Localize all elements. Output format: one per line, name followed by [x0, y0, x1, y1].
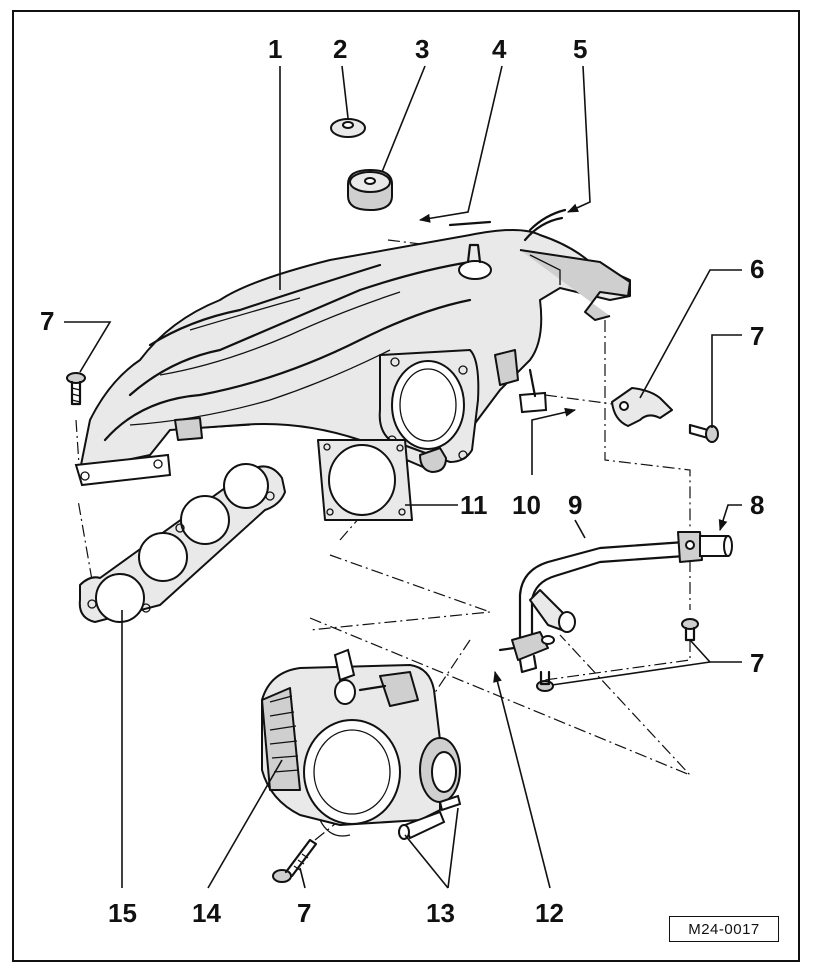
callout-5: 5 [573, 34, 587, 64]
part-2-cap [330, 118, 366, 138]
part-9-breather-hose [518, 531, 733, 642]
callout-2: 2 [333, 34, 347, 64]
part-11-throttle-gasket [317, 439, 413, 521]
callout-3: 3 [415, 34, 429, 64]
callout-15: 15 [108, 898, 137, 928]
callout-7-left: 7 [40, 306, 54, 336]
callout-1: 1 [268, 34, 282, 64]
callout-10: 10 [512, 490, 541, 520]
figure-reference: M24-0017 [669, 916, 779, 942]
bolt-7-left [66, 372, 86, 406]
callout-12: 12 [535, 898, 564, 928]
callout-14: 14 [192, 898, 221, 928]
bolt-7-bracket [688, 423, 719, 443]
diagram-frame [12, 10, 800, 962]
callout-7-bracket: 7 [750, 321, 764, 351]
part-3-grommet [347, 169, 393, 211]
bolt-7-hose-bracket [681, 618, 699, 642]
part-6-bracket [611, 387, 673, 427]
callout-4: 4 [492, 34, 507, 64]
callout-13: 13 [426, 898, 455, 928]
part-1-intake-manifold [74, 208, 631, 487]
part-12-connector [498, 631, 555, 674]
callout-8: 8 [750, 490, 764, 520]
callout-9: 9 [568, 490, 582, 520]
callout-6: 6 [750, 254, 764, 284]
part-15-manifold-gasket [78, 463, 286, 623]
callout-7-throttle: 7 [297, 898, 311, 928]
callout-11: 11 [460, 490, 488, 520]
callout-labels: 1 2 3 4 5 6 7 7 8 9 7 10 11 12 13 14 7 1… [40, 34, 764, 928]
bolt-7-throttle [272, 838, 318, 883]
part-14-throttle-body [261, 648, 462, 840]
leader-lines [64, 65, 742, 889]
bolt-7-clamp [536, 670, 554, 692]
callout-7-hose: 7 [750, 648, 764, 678]
